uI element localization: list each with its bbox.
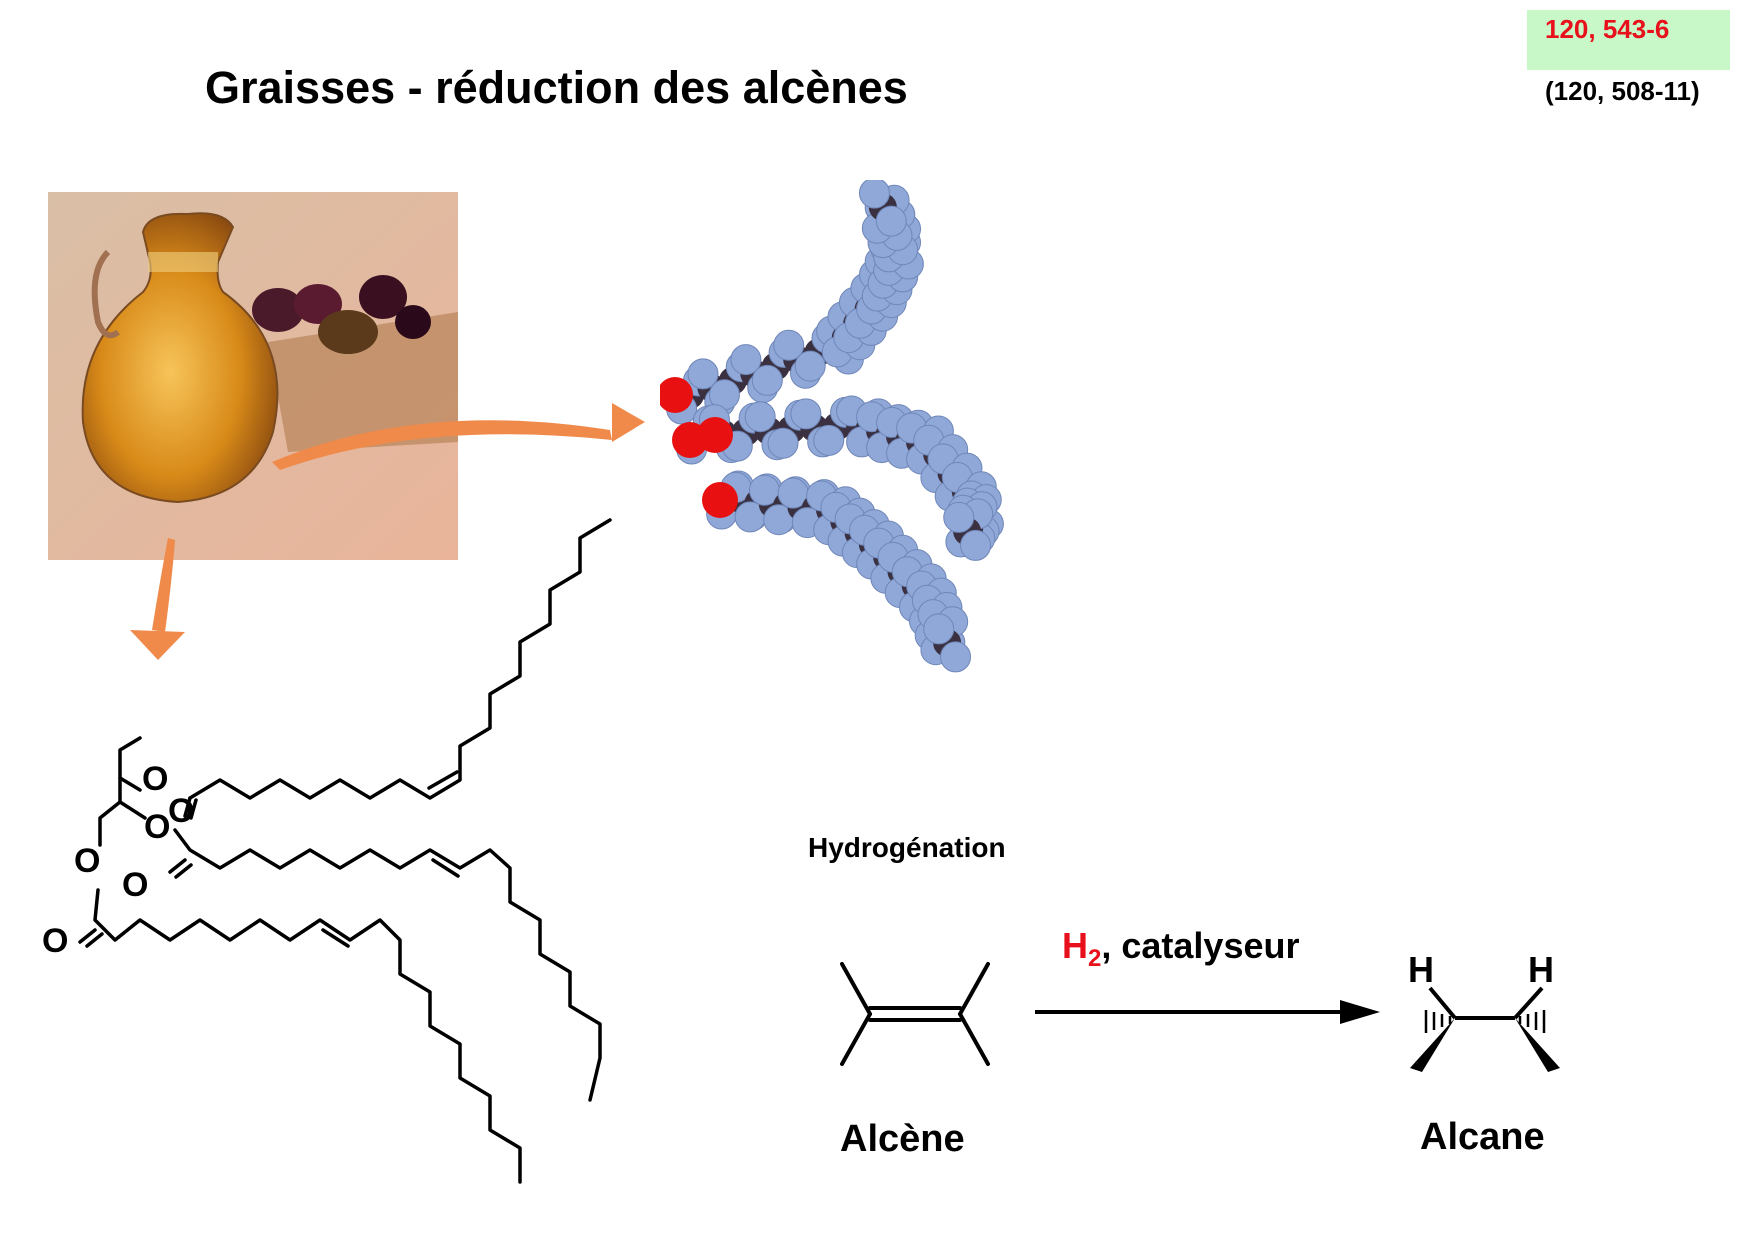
hydrogenation-scheme: H H [840,949,1560,1072]
atom-o4: O [122,866,148,904]
hydrogenation-label: Hydrogénation [808,832,1006,863]
triglyceride-space-filling-model [660,180,1004,673]
atom-o5: O [74,842,100,880]
reagent-label: H2, catalyseur [1062,925,1299,973]
alkane-label: Alcane [1420,1116,1545,1158]
atom-o3: O [144,808,170,846]
reaction-arrow [1035,1000,1380,1024]
product-h-left: H [1408,949,1434,990]
triglyceride-skeletal-structure: O O O O O O [42,518,612,1184]
reference-alt: (120, 508-11) [1545,76,1700,106]
atom-o2: O [168,792,194,830]
reagent-catalyst: , catalyseur [1101,925,1300,966]
atom-o6: O [42,922,68,960]
reagent-subscript: 2 [1088,945,1102,973]
atom-o1: O [142,760,168,798]
reagent-h: H [1062,925,1088,966]
olive-oil-photo [48,192,458,560]
product-h-right: H [1528,949,1554,990]
alkane-structure: H H [1408,949,1560,1072]
alkene-structure [840,962,990,1066]
arrow-to-model-head [612,403,645,442]
alkene-label: Alcène [840,1118,965,1160]
reference-badge [1527,10,1730,70]
reagent-h2: H2 [1062,925,1101,972]
reference-main: 120, 543-6 [1545,14,1670,44]
page-title: Graisses - réduction des alcènes [205,62,908,113]
